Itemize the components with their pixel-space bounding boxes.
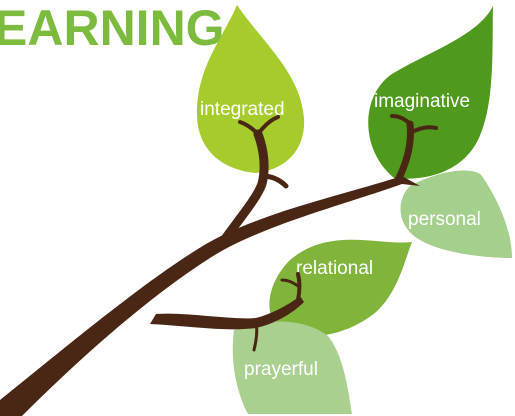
- diagram-title: EARNING: [0, 0, 225, 56]
- branch-stem-relational: [296, 272, 302, 302]
- leaf-icon: [232, 321, 352, 414]
- leaf-relational: relational: [269, 239, 412, 337]
- leaf-label-integrated: integrated: [200, 99, 285, 120]
- branch-twig-imaginative-left: [390, 114, 412, 126]
- leaf-label-prayerful: prayerful: [244, 359, 318, 380]
- leaf-icon: [400, 170, 512, 258]
- leaf-label-imaginative: imaginative: [374, 91, 470, 112]
- leaf-integrated: integrated: [196, 5, 305, 173]
- branch-trunk: [0, 176, 420, 416]
- leaf-icon: [196, 5, 305, 173]
- leaf-icon: [368, 6, 493, 179]
- branch-stem-prayerful: [252, 320, 259, 352]
- branch-stem-integrated: [215, 129, 269, 251]
- branch-twig-relational-left: [280, 278, 300, 288]
- branch-twig-integrated-left: [238, 120, 260, 136]
- branch-twig-imaginative-right: [410, 125, 438, 134]
- leaf-icon: [269, 239, 412, 337]
- branch-twig-integrated-right: [256, 115, 280, 136]
- leaf-imaginative: imaginative: [368, 6, 493, 179]
- branch-stem-imaginative: [394, 120, 414, 184]
- branch-lower-limb: [150, 296, 304, 330]
- leaf-label-relational: relational: [296, 258, 373, 279]
- tree-branch: [0, 114, 438, 416]
- leaf-personal: personal: [400, 170, 512, 258]
- leaf-prayerful: prayerful: [232, 321, 352, 414]
- branch-twig-integrated-side: [259, 173, 289, 189]
- leaf-label-personal: personal: [408, 209, 481, 230]
